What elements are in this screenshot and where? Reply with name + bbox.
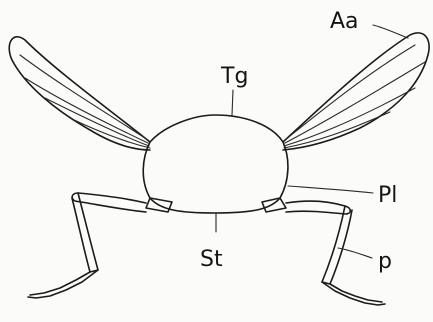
label-tergum: Tg [220, 64, 248, 89]
label-wing: Aa [330, 9, 359, 34]
right-wing [283, 33, 429, 150]
label-pleuron: Pl [378, 183, 397, 208]
left-wing [9, 37, 150, 150]
right-leg [262, 198, 385, 305]
left-leg [28, 193, 172, 298]
thorax-segment [143, 115, 288, 213]
label-sternum: St [200, 247, 223, 272]
label-leg: p [378, 249, 392, 274]
